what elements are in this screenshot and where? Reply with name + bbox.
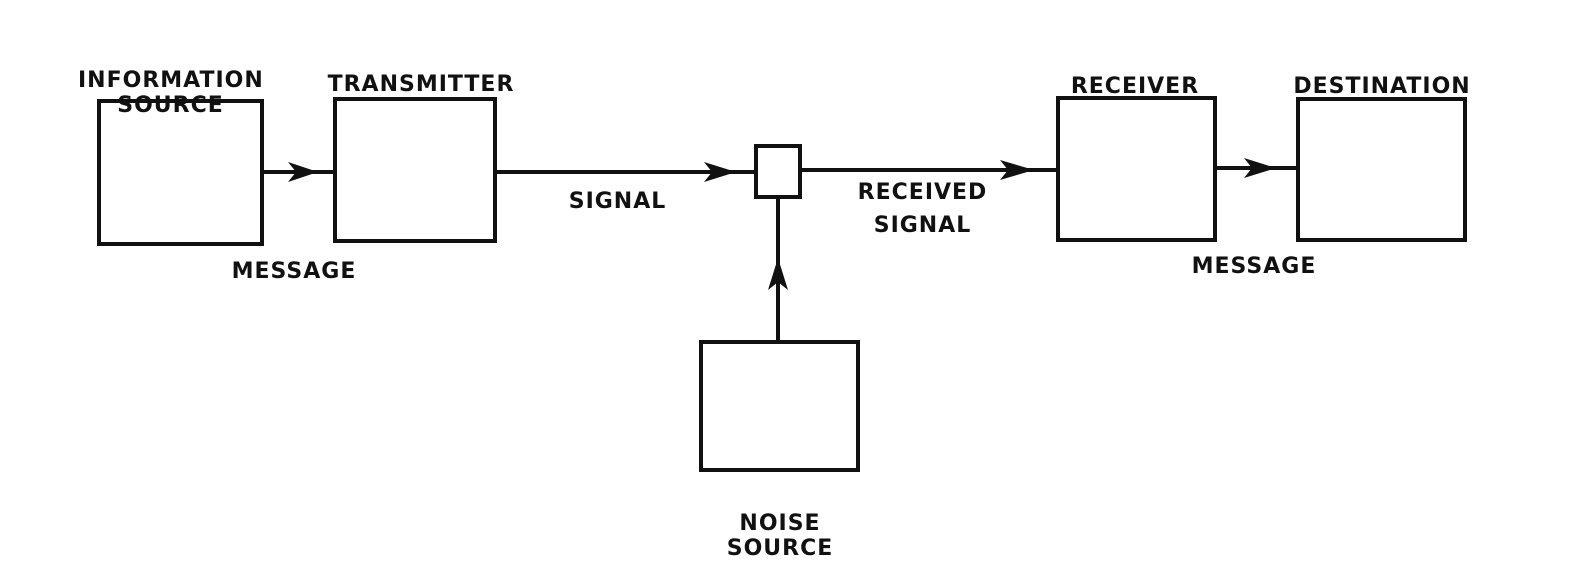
label-line: SOURCE <box>117 93 224 118</box>
receiver-label: RECEIVER <box>1070 74 1200 99</box>
receiver-box <box>1056 96 1217 242</box>
signal-label: SIGNAL <box>568 189 667 214</box>
transmitter-label: TRANSMITTER <box>327 72 515 97</box>
label-line: SIGNAL <box>873 213 972 238</box>
arrowhead-message-left <box>288 162 318 182</box>
arrowhead-signal <box>704 162 736 182</box>
noise-junction-box <box>754 144 802 199</box>
label-line: INFORMATION <box>78 68 264 93</box>
information-source-box <box>97 99 264 246</box>
destination-label: DESTINATION <box>1293 74 1471 99</box>
message-label-left: MESSAGE <box>231 259 357 284</box>
arrowhead-received-signal <box>1000 160 1034 180</box>
label-line: SOURCE <box>726 536 834 561</box>
label-line: NOISE <box>739 511 821 536</box>
information-source-label: INFORMATION SOURCE <box>78 68 263 118</box>
noise-source-box <box>699 340 860 472</box>
arrowhead-message-right <box>1244 158 1276 178</box>
noise-source-label: NOISE SOURCE <box>710 511 850 561</box>
message-label-right: MESSAGE <box>1191 254 1317 279</box>
arrowhead-noise <box>768 258 788 290</box>
label-line: RECEIVED <box>857 180 988 205</box>
destination-box <box>1296 97 1467 242</box>
received-signal-label: RECEIVED SIGNAL <box>845 180 1000 238</box>
transmitter-box <box>333 97 497 243</box>
